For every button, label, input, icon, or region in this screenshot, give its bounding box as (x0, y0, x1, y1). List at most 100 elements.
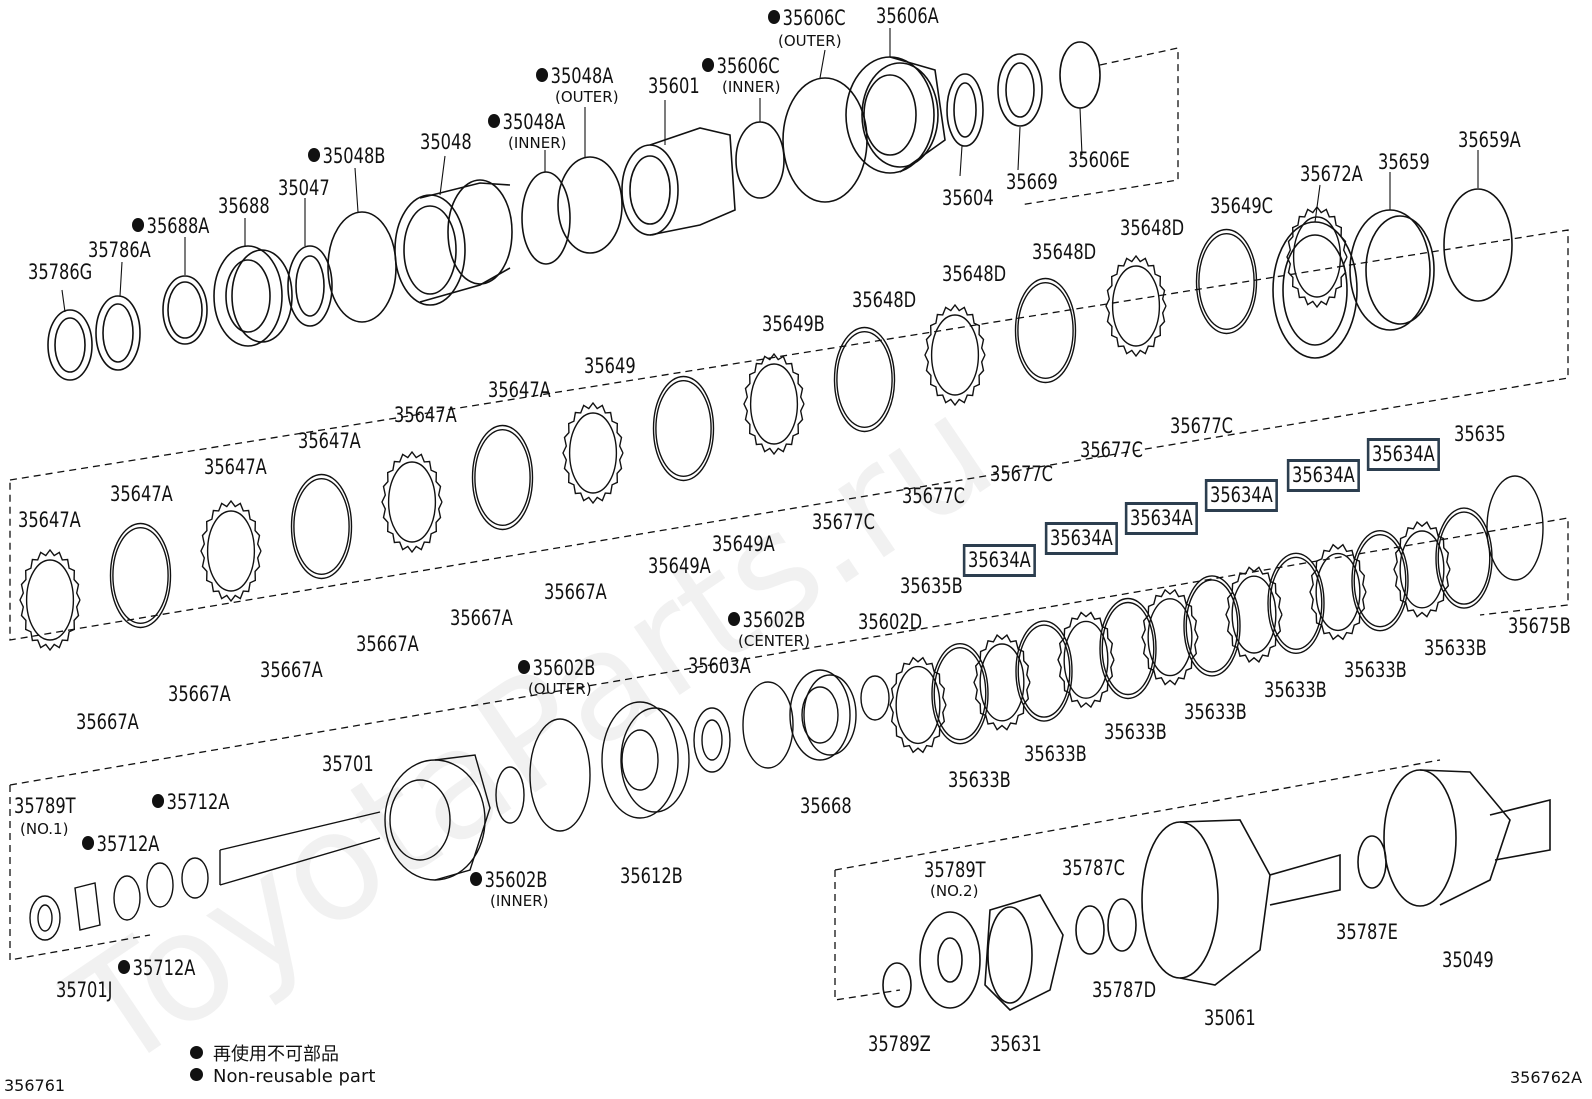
part-sublabel-inner: (INNER) (490, 892, 549, 910)
friction-disc (1017, 281, 1074, 380)
clutch-plate-gear (1393, 521, 1451, 618)
third-row-parts (29, 475, 1544, 941)
part-label-35712A: 35712A (118, 958, 195, 979)
part-label-35634A-highlighted[interactable]: 35634A (1204, 479, 1278, 512)
part-label-35633B: 35633B (1104, 720, 1167, 744)
dashed-border-middle (9, 517, 1569, 786)
part-label-35677C: 35677C (902, 484, 966, 508)
part-label-35667A: 35667A (450, 606, 513, 630)
part-label-35061: 35061 (1204, 1006, 1256, 1030)
clutch-plate-inner (206, 510, 256, 592)
non-reusable-dot-icon (488, 114, 501, 128)
part-label-35633B: 35633B (1264, 678, 1327, 702)
clutch-plate-inner (1231, 575, 1277, 654)
part-label-35606E: 35606E (1068, 148, 1130, 172)
part-label-35047: 35047 (278, 176, 330, 200)
part-label-35677C: 35677C (1080, 438, 1144, 462)
part-label-35048B: 35048B (308, 146, 385, 167)
non-reusable-dot-icon (132, 218, 145, 232)
part-label-35648D: 35648D (852, 288, 917, 312)
diagram-code-right: 356762A (1510, 1068, 1583, 1087)
friction-disc (1435, 507, 1493, 609)
part-label-35667A: 35667A (544, 580, 607, 604)
part-label-35635B: 35635B (900, 574, 963, 598)
part-label-35648D: 35648D (942, 262, 1007, 286)
right-top-parts (1272, 188, 1513, 359)
part-label-35648D: 35648D (1032, 240, 1097, 264)
part-label-35667A: 35667A (260, 658, 323, 682)
top-row-parts (47, 41, 1101, 381)
part-label-35669: 35669 (1006, 170, 1058, 194)
part-label-35712A: 35712A (152, 792, 229, 813)
clutch-plate-gear (973, 634, 1031, 731)
non-reusable-dot-icon (728, 612, 741, 626)
non-reusable-dot-icon (190, 1068, 203, 1081)
part-label-35789T-no1: 35789T (14, 794, 76, 818)
friction-disc (933, 647, 987, 741)
diagram-code-left: 356761 (4, 1076, 66, 1095)
clutch-plate-gear (381, 450, 443, 554)
friction-disc (1017, 624, 1071, 718)
clutch-plate-gear (743, 352, 805, 456)
clutch-pack-row (19, 205, 1348, 652)
part-label-35601: 35601 (648, 74, 700, 98)
dashed-border-lower-left (9, 785, 151, 961)
friction-disc (1185, 579, 1239, 673)
part-label-35634A-highlighted[interactable]: 35634A (1124, 502, 1198, 535)
friction-disc (1183, 575, 1241, 677)
part-label-35688A: 35688A (132, 216, 209, 237)
part-label-35602B-inner: 35602B (470, 870, 547, 891)
part-label-35634A-highlighted[interactable]: 35634A (1286, 459, 1360, 492)
clutch-plate-inner (25, 559, 75, 641)
friction-disc (293, 477, 350, 576)
part-label-35659: 35659 (1378, 150, 1430, 174)
part-label-35672A: 35672A (1300, 162, 1363, 186)
friction-disc (931, 643, 989, 745)
friction-disc (1198, 232, 1255, 331)
part-label-35787E: 35787E (1336, 920, 1398, 944)
part-sublabel-outer: (OUTER) (778, 32, 842, 50)
friction-disc (1014, 277, 1077, 384)
part-sublabel-inner: (INNER) (722, 78, 781, 96)
part-label-35634A-highlighted[interactable]: 35634A (962, 544, 1036, 577)
clutch-plate-inner (1063, 620, 1109, 699)
part-label-35688: 35688 (218, 194, 270, 218)
part-label-35649C: 35649C (1210, 194, 1274, 218)
part-label-35606C-inner: 35606C (702, 56, 780, 77)
part-label-35635: 35635 (1454, 422, 1506, 446)
friction-disc (1437, 511, 1491, 605)
friction-disc (833, 326, 896, 433)
legend-english: Non-reusable part (190, 1066, 375, 1087)
part-label-35789Z: 35789Z (868, 1032, 931, 1056)
clutch-plate-gear (1225, 566, 1283, 663)
clutch-plate-inner (749, 363, 799, 445)
part-label-35048A-inner: 35048A (488, 112, 565, 133)
part-label-35647A: 35647A (204, 455, 267, 479)
part-label-35786A: 35786A (88, 238, 151, 262)
clutch-plate-gear (1141, 588, 1199, 686)
legend-japanese: 再使用不可部品 (190, 1040, 339, 1066)
friction-disc (1101, 601, 1155, 696)
part-label-35049: 35049 (1442, 948, 1494, 972)
friction-disc (1353, 534, 1407, 628)
part-sublabel-inner: (INNER) (508, 134, 567, 152)
part-label-35647A: 35647A (394, 403, 457, 427)
part-label-35786G: 35786G (28, 260, 93, 284)
dashed-border-lower-right (834, 759, 1441, 1001)
part-label-35667A: 35667A (76, 710, 139, 734)
part-label-35048: 35048 (420, 130, 472, 154)
friction-disc (471, 424, 534, 531)
part-label-35602D: 35602D (858, 610, 923, 634)
part-label-35647A: 35647A (110, 482, 173, 506)
part-label-35712A: 35712A (82, 834, 159, 855)
part-label-35647A: 35647A (18, 508, 81, 532)
non-reusable-dot-icon (702, 58, 715, 72)
friction-disc (1267, 552, 1325, 654)
non-reusable-dot-icon (82, 836, 95, 850)
clutch-plate-gear (200, 499, 262, 603)
friction-disc (1351, 530, 1409, 632)
part-label-35634A-highlighted[interactable]: 35634A (1366, 438, 1440, 471)
part-label-35634A-highlighted[interactable]: 35634A (1044, 522, 1118, 555)
friction-disc (1269, 556, 1323, 650)
